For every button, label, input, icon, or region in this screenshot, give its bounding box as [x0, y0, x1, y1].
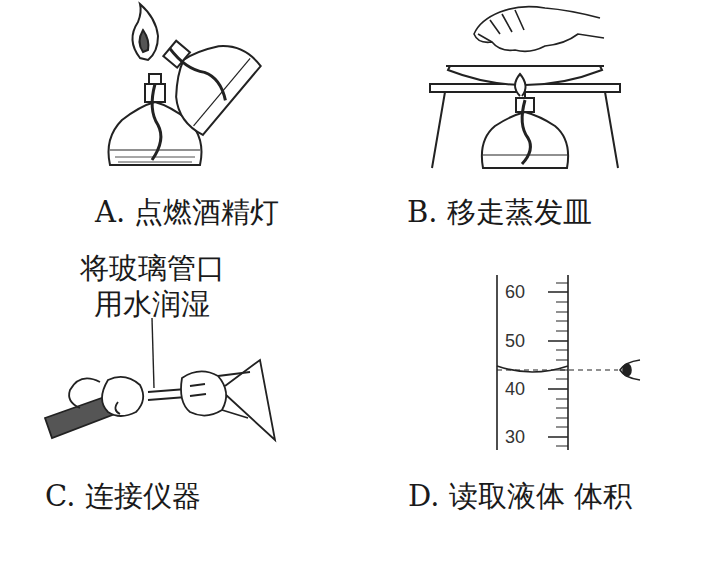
hand: [474, 7, 604, 52]
tripod-setup: [430, 66, 620, 168]
caption: D. 读取液体 体积: [408, 470, 638, 524]
scale-number: 30: [505, 428, 525, 446]
flame: [132, 4, 158, 60]
callout-note: 将玻璃管口 用水润湿: [72, 250, 232, 323]
caption: B. 移走蒸发皿: [407, 186, 592, 240]
hands-connecting-tubes: [45, 360, 275, 440]
scale-number: 40: [505, 380, 525, 398]
scale-number: 50: [505, 332, 525, 350]
eye: [620, 360, 640, 380]
leader-line: [152, 318, 154, 388]
caption: C. 连接仪器: [45, 470, 201, 524]
caption: A. 点燃酒精灯: [95, 186, 279, 240]
scale-number: 60: [505, 283, 525, 301]
measuring-cylinder: [497, 275, 618, 450]
